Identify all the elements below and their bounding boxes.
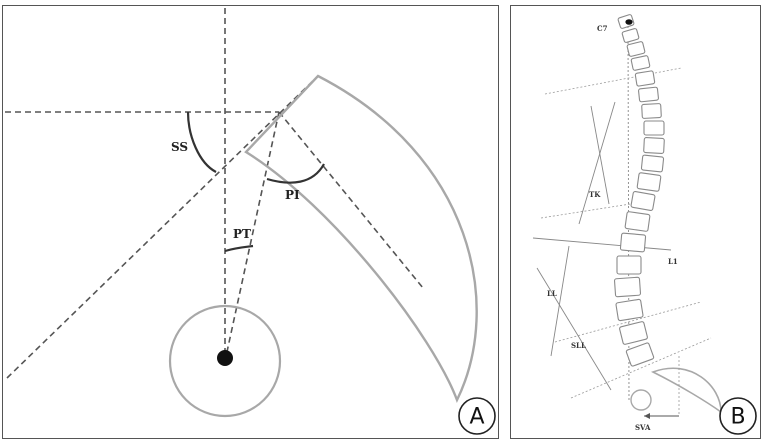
vertebra: [613, 276, 642, 298]
panel-b-badge: B: [730, 405, 745, 430]
sacrum-outline-b: [650, 367, 722, 414]
vertebra: [621, 28, 640, 43]
femoral-head-circle: [168, 304, 282, 418]
vertebra: [643, 137, 665, 154]
pt-angle-arc: [224, 244, 254, 253]
vertebra: [625, 342, 655, 367]
tk-perpendicular-b: [578, 101, 616, 225]
panel-b-diagram: C7 TK L1 LL SLL SVA B: [532, 14, 757, 435]
s1-endplate-line: [570, 337, 712, 399]
vertebra: [640, 154, 665, 173]
c7-label: C7: [597, 24, 608, 33]
l1-label: L1: [668, 257, 678, 266]
vertebra: [641, 103, 662, 119]
c7-marker-dot: [625, 19, 633, 25]
vertebra: [619, 321, 648, 345]
sll-label: SLL: [571, 341, 586, 350]
pi-label: PI: [285, 188, 300, 202]
vertebra: [630, 55, 651, 71]
pt-label: PT: [233, 227, 251, 241]
sva-label: SVA: [635, 423, 651, 432]
vertebra: [634, 70, 656, 87]
ss-angle-arc: [186, 111, 217, 173]
vertebra: [638, 86, 659, 103]
hip-center-dot: [217, 350, 233, 366]
sva-arrow-head: [644, 413, 650, 419]
endplate-perpendicular-line: [278, 111, 424, 289]
panel-a: SS PI PT A: [2, 5, 499, 439]
vertebra: [615, 298, 644, 322]
tk-upper-endplate-line: [544, 67, 682, 95]
panel-a-diagram: SS PI PT A: [5, 8, 496, 435]
vertebra: [624, 211, 651, 232]
femoral-head-b: [630, 389, 652, 411]
ll-label: LL: [547, 289, 557, 298]
ll-lower-line: [554, 301, 702, 343]
panel-b: C7 TK L1 LL SLL SVA B: [510, 5, 761, 439]
tk-perpendicular-a: [590, 105, 610, 205]
l1-endplate-line: [532, 237, 672, 251]
sacral-endplate-line: [6, 75, 319, 379]
vertebra: [636, 172, 662, 192]
ll-perpendicular-b: [550, 245, 570, 357]
tk-lower-endplate-line: [540, 201, 644, 219]
hip-axis-line: [224, 111, 280, 362]
pi-angle-arc: [266, 163, 325, 184]
vertebra: [616, 255, 642, 275]
tk-label: TK: [589, 190, 601, 199]
vertebra: [619, 232, 647, 253]
panel-b-badge-circle: [719, 397, 757, 435]
vertebra: [626, 41, 646, 57]
vertebra: [643, 120, 665, 136]
panel-a-badge-circle: [458, 397, 496, 435]
ll-perpendicular-a: [536, 267, 612, 391]
panel-a-badge: A: [469, 405, 484, 430]
sacrum-outline: [244, 74, 478, 404]
ss-label: SS: [171, 140, 188, 154]
vertebra: [630, 190, 656, 212]
